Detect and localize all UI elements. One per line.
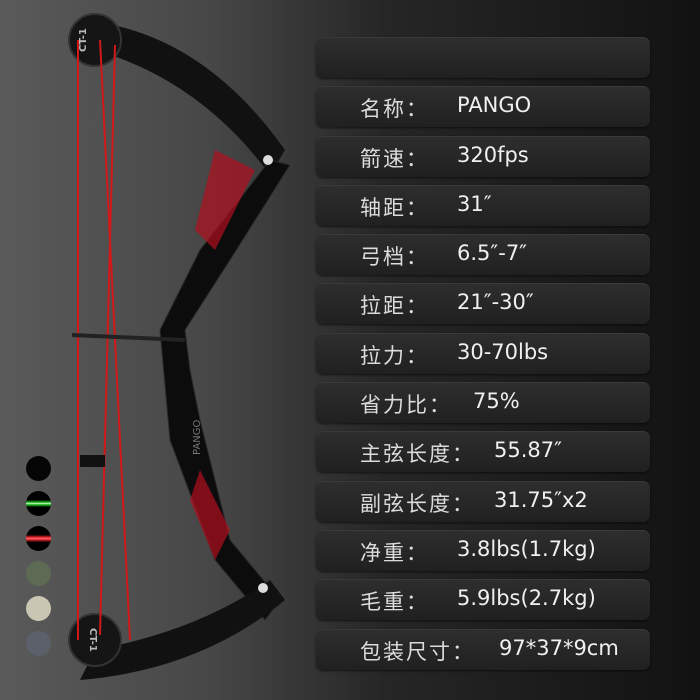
spec-label: 副弦长度： [360,491,475,516]
spec-header-bar [316,37,650,78]
spec-label: 箭速： [360,146,429,171]
spec-label: 主弦长度： [360,442,475,467]
spec-label: 净重： [360,540,429,565]
bottom-cam-marking: CT-1 [87,628,98,652]
spec-row-axle: 轴距： 31″ [316,184,650,226]
spec-label: 毛重： [360,590,429,615]
spec-row-draw-weight: 拉力： 30-70lbs [316,332,650,374]
spec-value: 6.5″-7″ [457,241,528,266]
spec-value: 320fps [457,142,529,167]
spec-row-speed: 箭速： 320fps [316,135,650,177]
spec-value: 21″-30″ [457,290,534,315]
spec-row-gross-weight: 毛重： 5.9lbs(2.7kg) [316,579,650,621]
spec-value: 3.8lbs(1.7kg) [457,536,596,561]
color-swatch-sand[interactable] [26,596,51,621]
spec-value: PANGO [457,93,532,118]
spec-row-net-weight: 净重： 3.8lbs(1.7kg) [316,529,650,571]
spec-value: 31″ [457,191,492,216]
spec-label: 包装尺寸： [360,639,475,664]
spec-value: 31.75″x2 [494,487,588,512]
top-cam-marking: CT-1 [78,28,89,52]
spec-row-name: 名称： PANGO [316,86,650,128]
spec-label: 名称： [360,97,429,122]
spec-row-letoff: 省力比： 75% [316,382,650,424]
spec-value: 5.9lbs(2.7kg) [457,586,596,611]
color-swatch-black[interactable] [26,456,51,481]
spec-label: 拉力： [360,343,429,368]
spec-value: 75% [473,389,520,414]
spec-row-package: 包装尺寸： 97*37*9cm [316,628,650,670]
color-swatch-olive[interactable] [26,561,51,586]
spec-label: 拉距： [360,294,429,319]
riser-logo: PANGO [192,420,203,455]
color-swatch-black-red[interactable] [26,526,51,551]
spec-value: 97*37*9cm [499,635,619,660]
spec-row-brace: 弓档： 6.5″-7″ [316,234,650,276]
spec-list: 名称： PANGO 箭速： 320fps 轴距： 31″ 弓档： 6.5″-7″ 拉距：… [316,37,650,678]
spec-label: 弓档： [360,245,429,270]
spec-label: 轴距： [360,195,429,220]
spec-label: 省力比： [360,393,452,418]
color-swatch-slate[interactable] [26,631,51,656]
spec-row-cable: 副弦长度： 31.75″x2 [316,480,650,522]
spec-row-draw-length: 拉距： 21″-30″ [316,283,650,325]
compound-bow-image: CT-1 CT-1 PANGO [68,13,291,680]
color-swatch-black-green[interactable] [26,491,51,516]
spec-value: 30-70lbs [457,339,549,364]
spec-value: 55.87″ [494,438,562,463]
spec-row-string: 主弦长度： 55.87″ [316,431,650,473]
